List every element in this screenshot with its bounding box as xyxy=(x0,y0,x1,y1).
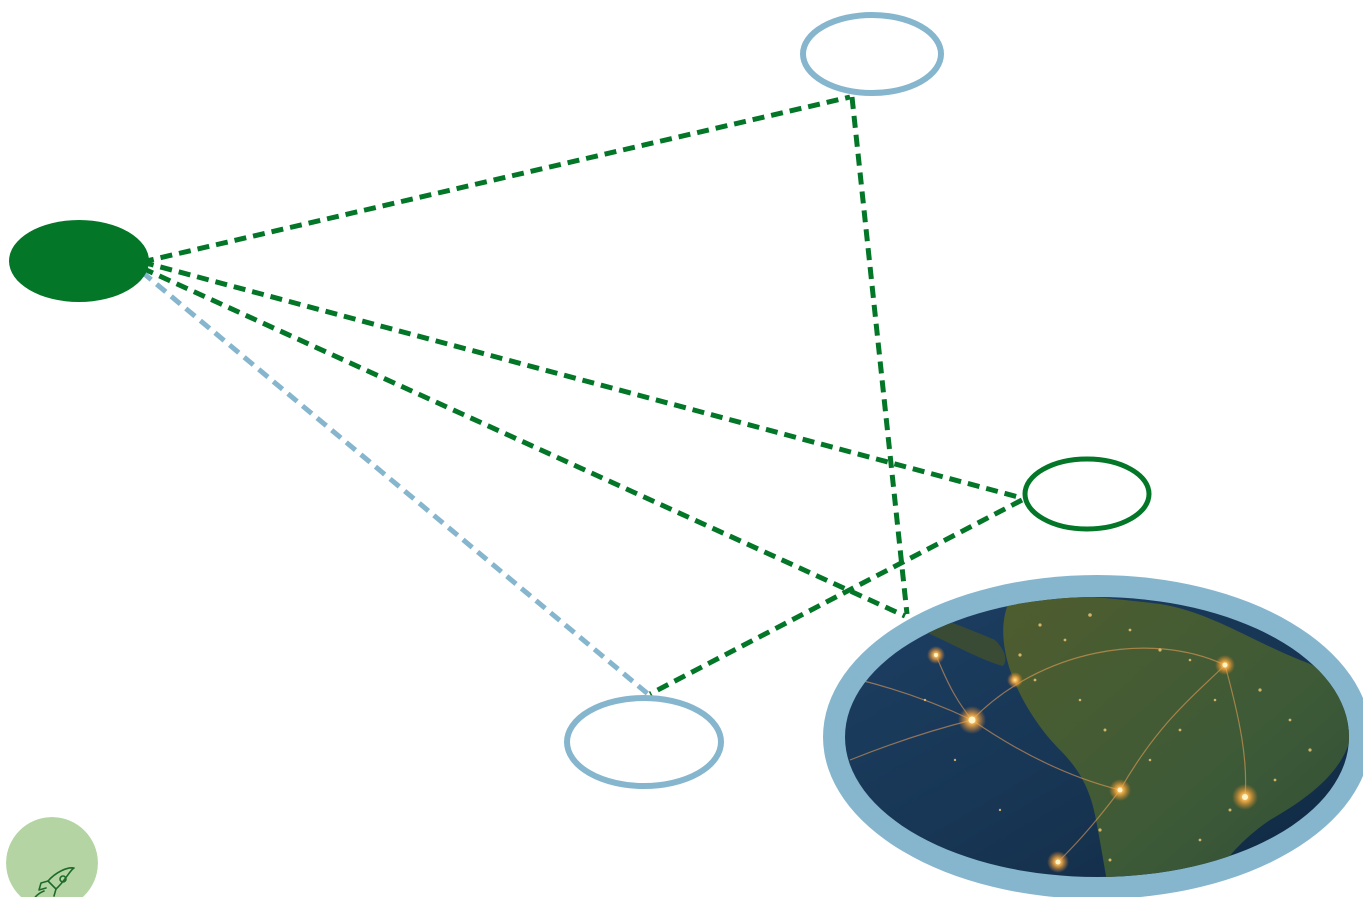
landmass-shape xyxy=(1003,597,1349,877)
node-globe-image xyxy=(823,575,1363,897)
edge-hub-to-top xyxy=(141,94,851,265)
edge-hub-to-bottom xyxy=(140,270,650,696)
node-bottom-blue xyxy=(564,695,724,789)
edge-right-to-bottom xyxy=(648,497,1024,697)
city-lights xyxy=(898,613,1312,862)
rocket-badge xyxy=(6,817,98,897)
night-earth-image xyxy=(845,597,1349,877)
edge-top-to-globe xyxy=(849,96,910,615)
rocket-icon xyxy=(6,817,98,897)
node-filled-green xyxy=(9,220,149,302)
glowing-hubs xyxy=(927,646,1258,873)
node-top-blue xyxy=(800,12,944,96)
edge-hub-to-globe xyxy=(140,265,907,619)
diagram-edges xyxy=(140,94,1024,697)
node-right-green xyxy=(1022,456,1152,532)
edge-hub-to-right xyxy=(141,259,1023,501)
